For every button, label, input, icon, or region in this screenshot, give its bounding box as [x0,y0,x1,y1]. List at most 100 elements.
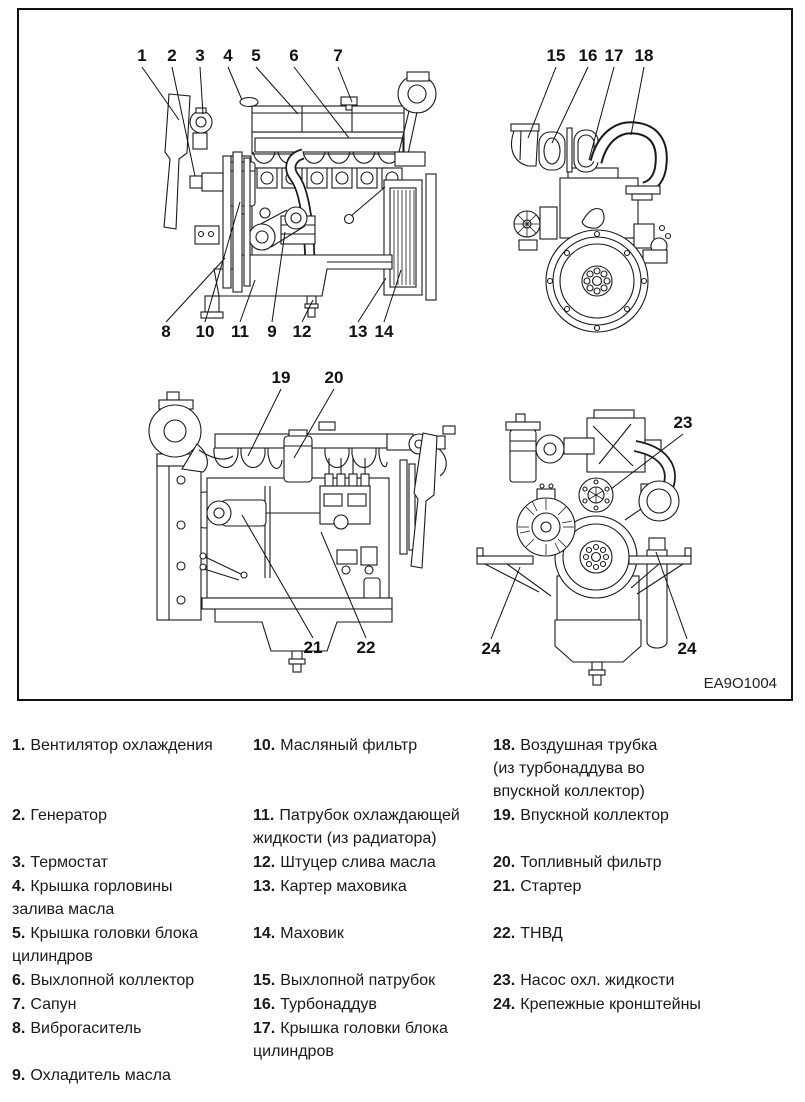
figure-code: EA9O1004 [703,675,777,692]
legend-item-text: Выхлопной патрубок [280,972,436,989]
legend-item-number: 8. [12,1020,26,1037]
legend-item-text: Термостат [30,854,108,871]
legend-item-text: Крепежные кронштейны [520,996,701,1013]
legend-item-text: Вентилятор охлаждения [30,737,213,754]
legend-empty-cell [493,1017,793,1063]
callout-6: 6 [289,46,299,65]
legend-item-16: 16.Турбонаддув [253,993,493,1016]
legend-item-number: 12. [253,854,276,871]
legend-item-number: 23. [493,972,516,989]
callout-22: 22 [356,638,376,657]
legend-item-number: 6. [12,972,26,989]
legend-item-4: 4.Крышка горловины залива масла [12,875,253,921]
callout-21: 21 [303,638,323,657]
callout-leader-lines [141,66,688,640]
engine-right-side-view [148,391,456,673]
legend-item-number: 20. [493,854,516,871]
legend-item-1: 1.Вентилятор охлаждения [12,734,253,803]
legend-item-number: 17. [253,1020,276,1037]
legend-item-number: 10. [253,737,276,754]
legend-item-text: Впускной коллектор [520,807,669,824]
legend-item-21: 21.Стартер [493,875,793,921]
legend-item-text: ТНВД [520,925,563,942]
legend-item-text: Турбонаддув [280,996,377,1013]
legend-item-8: 8.Виброгаситель [12,1017,253,1063]
legend-item-text: Штуцер слива масла [280,854,436,871]
legend-item-text: Стартер [520,878,582,895]
legend-item-19: 19.Впускной коллектор [493,804,793,850]
callout-17: 17 [604,46,624,65]
engine-front-view [476,409,692,686]
legend-item-number: 2. [12,807,26,824]
legend-item-number: 13. [253,878,276,895]
callout-23: 23 [673,413,693,432]
legend-item-11: 11.Патрубок охлаждающей жидкости (из рад… [253,804,493,850]
engine-rear-view [510,121,672,333]
callout-2: 2 [167,46,177,65]
legend-item-number: 15. [253,972,276,989]
callout-12: 12 [292,322,312,341]
legend-item-2: 2.Генератор [12,804,253,850]
legend-item-number: 5. [12,925,26,942]
callout-15: 15 [546,46,566,65]
legend-item-text: Сапун [30,996,77,1013]
callout-8: 8 [161,322,171,341]
legend-item-7: 7.Сапун [12,993,253,1016]
legend-item-12: 12.Штуцер слива масла [253,851,493,874]
legend-item-text: Маховик [280,925,344,942]
legend-item-9: 9.Охладитель масла [12,1064,253,1087]
legend-item-number: 14. [253,925,276,942]
legend-item-24: 24.Крепежные кронштейны [493,993,793,1016]
legend-item-number: 19. [493,807,516,824]
legend-empty-cell [253,1064,493,1087]
callout-3: 3 [195,46,205,65]
legend-item-number: 21. [493,878,516,895]
legend-item-5: 5.Крышка головки блока цилиндров [12,922,253,968]
callout-1: 1 [137,46,147,65]
legend-empty-cell [493,1064,793,1087]
legend-item-text: Патрубок охлаждающей жидкости (из радиат… [253,807,460,847]
legend-item-6: 6.Выхлопной коллектор [12,969,253,992]
callout-9: 9 [267,322,277,341]
callout-19: 19 [271,368,291,387]
legend-item-14: 14.Маховик [253,922,493,968]
legend-item-text: Воздушная трубка (из турбонаддува во впу… [493,737,658,800]
legend-item-text: Виброгаситель [30,1020,142,1037]
legend-item-text: Выхлопной коллектор [30,972,195,989]
legend-item-20: 20.Топливный фильтр [493,851,793,874]
callout-16: 16 [578,46,598,65]
legend-item-text: Масляный фильтр [280,737,418,754]
legend-item-text: Крышка головки блока цилиндров [253,1020,448,1060]
callout-14: 14 [374,322,394,341]
legend-item-number: 9. [12,1067,26,1084]
legend-item-number: 7. [12,996,26,1013]
legend-item-text: Картер маховика [280,878,407,895]
legend-item-number: 18. [493,737,516,754]
legend-item-number: 1. [12,737,26,754]
callout-24-left: 24 [481,639,501,658]
legend-item-text: Насос охл. жидкости [520,972,675,989]
callout-20: 20 [324,368,344,387]
legend-item-13: 13.Картер маховика [253,875,493,921]
legend-item-number: 11. [253,807,275,824]
legend-item-number: 22. [493,925,516,942]
legend-item-3: 3.Термостат [12,851,253,874]
legend: 1.Вентилятор охлаждения 10.Масляный филь… [12,734,793,1087]
callout-5: 5 [251,46,261,65]
legend-item-number: 4. [12,878,26,895]
legend-item-text: Охладитель масла [30,1067,171,1084]
legend-item-text: Крышка головки блока цилиндров [12,925,199,965]
legend-item-text: Топливный фильтр [520,854,662,871]
callout-10: 10 [195,322,215,341]
callout-13: 13 [348,322,368,341]
legend-item-15: 15.Выхлопной патрубок [253,969,493,992]
legend-item-17: 17.Крышка головки блока цилиндров [253,1017,493,1063]
engine-figure-panel: 1 2 3 4 5 6 7 8 10 11 9 12 13 14 15 16 1… [17,8,793,701]
legend-item-22: 22.ТНВД [493,922,793,968]
legend-item-number: 24. [493,996,516,1013]
legend-item-10: 10.Масляный фильтр [253,734,493,803]
legend-item-23: 23.Насос охл. жидкости [493,969,793,992]
callout-11: 11 [231,322,249,341]
callout-4: 4 [223,46,233,65]
legend-item-text: Генератор [30,807,107,824]
